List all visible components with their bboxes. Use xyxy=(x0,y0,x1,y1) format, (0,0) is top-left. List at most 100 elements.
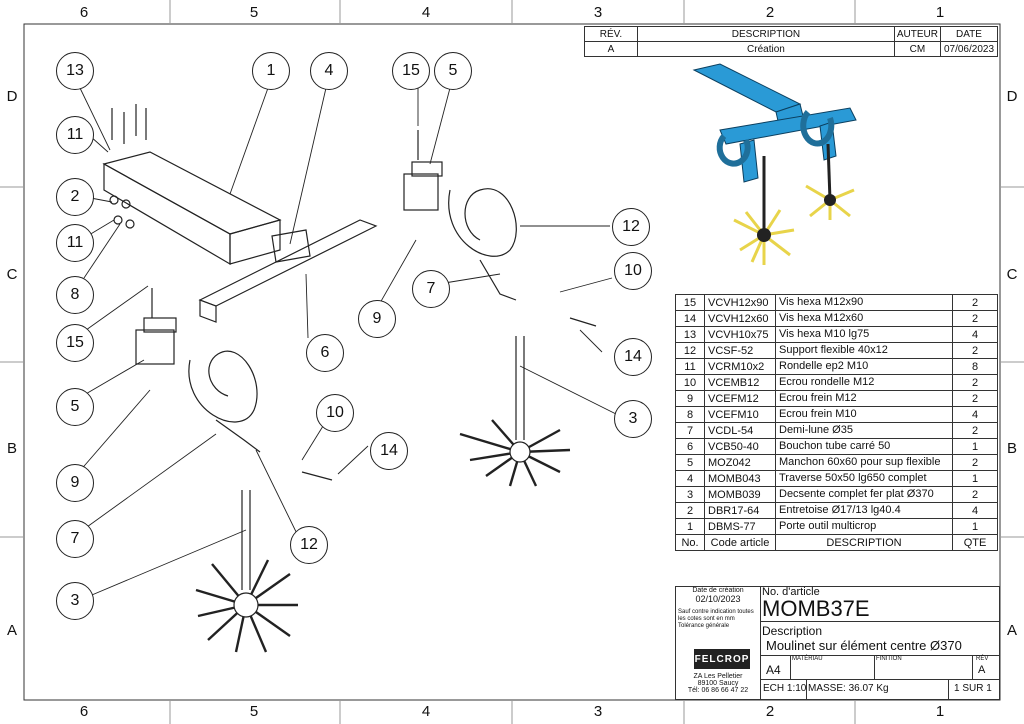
zone-right-B: B xyxy=(1006,440,1017,457)
balloon-7-left: 7 xyxy=(56,520,94,558)
zone-bottom-3: 3 xyxy=(593,703,603,720)
zone-top-6: 6 xyxy=(79,4,89,21)
rev-header: RÉV. xyxy=(584,26,638,42)
zone-top-1: 1 xyxy=(935,4,945,21)
balloon-4: 4 xyxy=(310,52,348,90)
bom-item-no: 13 xyxy=(675,326,705,343)
balloon-5-left: 5 xyxy=(56,388,94,426)
bom-description: Porte outil multicrop xyxy=(775,518,953,535)
bom-description: Ecrou rondelle M12 xyxy=(775,374,953,391)
bom-item-no: 9 xyxy=(675,390,705,407)
bom-qty: 2 xyxy=(952,454,998,471)
rev-label: RÉV xyxy=(976,656,989,662)
balloon-11-top: 11 xyxy=(56,116,94,154)
bom-description: Entretoise Ø17/13 lg40.4 xyxy=(775,502,953,519)
balloon-6: 6 xyxy=(306,334,344,372)
rev-value: A xyxy=(584,41,638,57)
address-line1: ZA Les Pelletier xyxy=(693,673,743,680)
rev-description: Création xyxy=(637,41,895,57)
bom-code: VCVH10x75 xyxy=(704,326,776,343)
balloon-3-right: 3 xyxy=(614,400,652,438)
address-line2: 89100 Saucy xyxy=(697,680,739,687)
article-label: No. d'article xyxy=(762,586,820,598)
bom-item-no: 4 xyxy=(675,470,705,487)
revision-table: RÉV. DESCRIPTION AUTEUR DATE A Création … xyxy=(584,26,998,57)
bom-item-no: 7 xyxy=(675,422,705,439)
bom-description: Decsente complet fer plat Ø370 xyxy=(775,486,953,503)
format: A4 xyxy=(766,663,781,677)
bom-description: Rondelle ep2 M10 xyxy=(775,358,953,375)
bom-item-no: 12 xyxy=(675,342,705,359)
bom-qty: 2 xyxy=(952,422,998,439)
bom-item-no: 10 xyxy=(675,374,705,391)
exploded-view xyxy=(71,87,621,653)
zone-bottom-1: 1 xyxy=(935,703,945,720)
zone-right-C: C xyxy=(1006,266,1018,283)
scale: ECH 1:10 xyxy=(763,683,807,694)
bom-item-no: 2 xyxy=(675,502,705,519)
creation-date: 02/10/2023 xyxy=(695,594,741,604)
zone-right-A: A xyxy=(1006,622,1017,639)
article-number: MOMB37E xyxy=(762,596,870,621)
bom-code: VCEMB12 xyxy=(704,374,776,391)
bom-description: Ecrou frein M10 xyxy=(775,406,953,423)
balloon-14-right: 14 xyxy=(614,338,652,376)
bom-description: Vis hexa M12x90 xyxy=(775,294,953,311)
bom-description: Bouchon tube carré 50 xyxy=(775,438,953,455)
rev-value-tb: A xyxy=(978,664,986,676)
zone-left-D: D xyxy=(6,88,18,105)
rev-author-header: AUTEUR xyxy=(893,26,942,42)
bom-qty: 2 xyxy=(952,342,998,359)
zone-left-A: A xyxy=(6,622,17,639)
rev-date-header: DATE xyxy=(940,26,998,42)
bom-qty: 4 xyxy=(952,406,998,423)
description-text: Moulinet sur élément centre Ø370 xyxy=(766,638,962,653)
bom-code: VCDL-54 xyxy=(704,422,776,439)
bom-description: Ecrou frein M12 xyxy=(775,390,953,407)
zone-bottom-2: 2 xyxy=(765,703,775,720)
rev-date: 07/06/2023 xyxy=(940,41,998,57)
sheet: 1 SUR 1 xyxy=(954,683,992,694)
bom-item-no: 5 xyxy=(675,454,705,471)
balloon-12-left: 12 xyxy=(290,526,328,564)
mass: MASSE: 36.07 Kg xyxy=(808,683,889,694)
zone-top-5: 5 xyxy=(249,4,259,21)
bom-item-no: 1 xyxy=(675,518,705,535)
bom-code: VCEFM12 xyxy=(704,390,776,407)
bom-item-no: 15 xyxy=(675,294,705,311)
balloon-10-top: 10 xyxy=(614,252,652,290)
balloon-5-top: 5 xyxy=(434,52,472,90)
bom-item-no: 11 xyxy=(675,358,705,375)
bom-qty: 4 xyxy=(952,326,998,343)
bom-code: MOMB043 xyxy=(704,470,776,487)
balloon-10-left: 10 xyxy=(316,394,354,432)
title-block: Date de création 02/10/2023 Sauf contre … xyxy=(675,586,1000,700)
zone-top-2: 2 xyxy=(765,4,775,21)
balloon-2: 2 xyxy=(56,178,94,216)
bom-item-no: 8 xyxy=(675,406,705,423)
zone-top-4: 4 xyxy=(421,4,431,21)
bom-qty: 8 xyxy=(952,358,998,375)
bom-qty: 2 xyxy=(952,486,998,503)
bom-item-no: 14 xyxy=(675,310,705,327)
bom-header: No. xyxy=(675,534,705,551)
balloon-3-left: 3 xyxy=(56,582,94,620)
bom-description: Demi-lune Ø35 xyxy=(775,422,953,439)
balloon-11-bottom: 11 xyxy=(56,224,94,262)
bom-code: VCSF-52 xyxy=(704,342,776,359)
balloon-13: 13 xyxy=(56,52,94,90)
bom-qty: 1 xyxy=(952,470,998,487)
bom-item-no: 6 xyxy=(675,438,705,455)
bom-code: MOMB039 xyxy=(704,486,776,503)
